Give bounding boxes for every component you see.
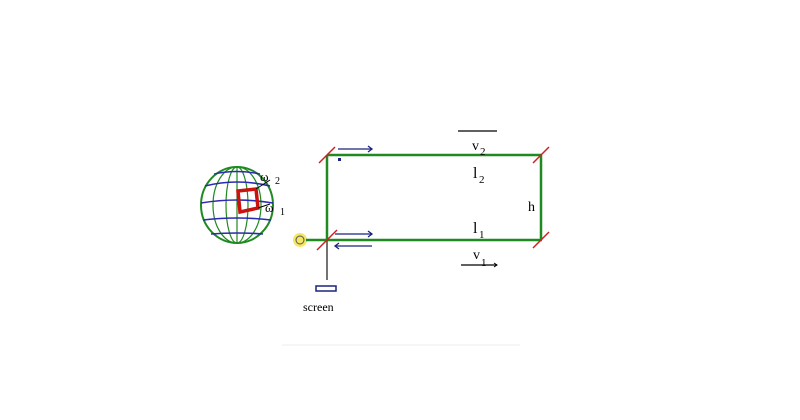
omega1-label: ω [265, 200, 274, 215]
mirror-bottom-right [532, 231, 550, 249]
mirrors [316, 146, 550, 251]
omega2-pointer [255, 179, 271, 190]
v2-subscript: 2 [480, 146, 486, 158]
omega2-label: ω [260, 169, 269, 184]
beam-splitter [316, 229, 338, 251]
optical-path [306, 153, 543, 280]
v1-arrow-head [493, 262, 498, 268]
arrow-dot [338, 158, 341, 161]
source-bulb [295, 235, 305, 245]
screen-label: screen [303, 300, 334, 314]
v2-label: v [472, 139, 479, 154]
l1-label: l [473, 220, 478, 237]
globe-parallel [210, 232, 264, 235]
h-label: h [528, 200, 535, 215]
source-glow [293, 233, 307, 247]
arrow-head [333, 242, 340, 250]
light-source-icon [293, 233, 307, 247]
mirror-top-right [532, 146, 550, 164]
globe-parallel [200, 199, 274, 204]
globe-parallel [204, 181, 271, 187]
direction-arrows [333, 145, 374, 250]
earth-globe-icon [200, 166, 274, 244]
arrow-head [367, 145, 374, 153]
omega1-subscript: 1 [280, 207, 285, 218]
l1-subscript: 1 [479, 229, 485, 241]
omega1-pointer [257, 203, 271, 209]
arrow-head [367, 230, 374, 238]
l2-label: l [473, 165, 478, 182]
v1-subscript: 1 [481, 257, 487, 269]
globe-parallel [202, 217, 272, 221]
globe-parallel [213, 170, 261, 175]
v1-label: v [473, 248, 480, 263]
screen-icon [315, 285, 337, 292]
omega2-subscript: 2 [275, 176, 280, 187]
l2-subscript: 2 [479, 174, 485, 186]
mirror-top-left [318, 146, 336, 164]
